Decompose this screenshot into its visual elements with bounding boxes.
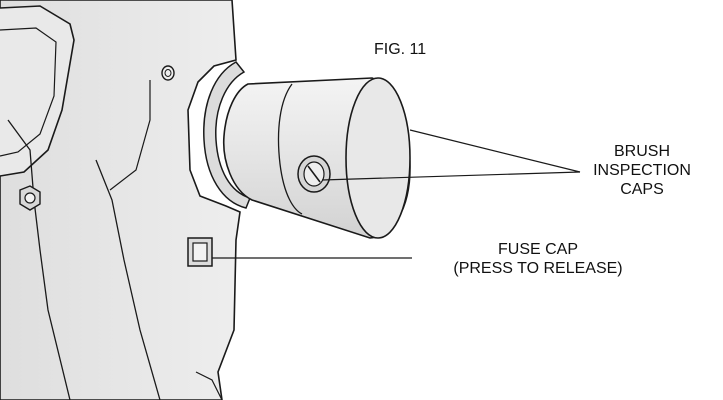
brush-cap-leaders (321, 129, 581, 181)
body-contour (7, 119, 71, 400)
handle-inner-edge (0, 27, 57, 157)
brush-label-line-3: CAPS (620, 181, 664, 198)
motor-collar (203, 61, 252, 209)
body-contour-2 (95, 159, 161, 400)
brush-inspection-caps-label: BRUSH INSPECTION CAPS (582, 142, 702, 199)
figure-title: FIG. 11 (374, 41, 427, 58)
fuse-label-line-1: FUSE CAP (497, 241, 578, 258)
brush-label-line-2: INSPECTION (593, 162, 691, 179)
fuse-label-line-2: (PRESS TO RELEASE) (453, 260, 623, 277)
screw-icon (161, 65, 175, 81)
brush-label-line-1: BRUSH (613, 143, 670, 160)
brush-cap-icon (297, 155, 331, 193)
fuse-cap-label: FUSE CAP (PRESS TO RELEASE) (418, 240, 658, 278)
base-contour (195, 371, 223, 400)
side-bolt-icon (19, 185, 41, 211)
body-contour-3 (109, 80, 151, 191)
fuse-cap-icon (187, 237, 213, 267)
